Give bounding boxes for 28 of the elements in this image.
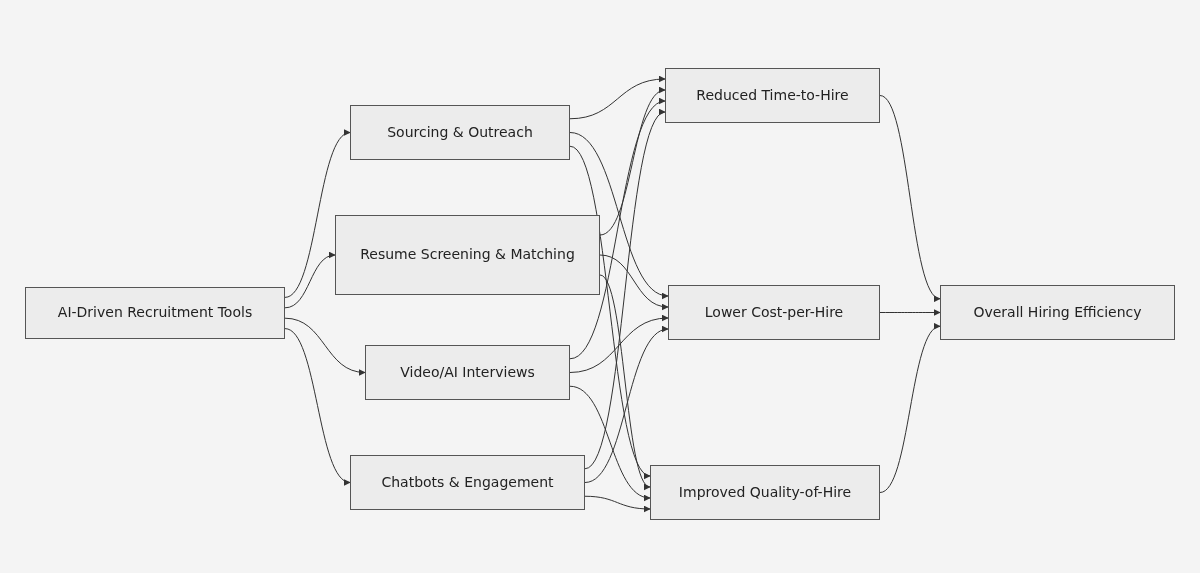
arrow: [879, 95, 941, 300]
arrow: [599, 254, 669, 310]
process-box: Resume Screening & Matching: [335, 215, 600, 295]
arrow: [584, 327, 669, 483]
arrow: [879, 309, 941, 316]
process-box: Sourcing & Outreach: [350, 105, 570, 160]
process-box: Video/AI Interviews: [365, 345, 570, 400]
arrow: [599, 274, 651, 488]
process-box: Reduced Time-to-Hire: [665, 68, 880, 123]
process-box: AI-Driven Recruitment Tools: [25, 287, 285, 339]
arrow: [569, 100, 666, 360]
process-box: Overall Hiring Efficiency: [940, 285, 1175, 340]
arrow: [284, 317, 366, 376]
arrow: [569, 145, 651, 477]
arrow: [584, 111, 666, 470]
arrow: [569, 385, 651, 500]
arrow: [569, 75, 666, 120]
arrow: [284, 131, 351, 298]
arrow: [569, 315, 669, 373]
process-box: Lower Cost-per-Hire: [668, 285, 880, 340]
arrow: [569, 132, 669, 298]
arrow: [879, 325, 941, 493]
arrow: [584, 495, 651, 513]
arrow: [284, 328, 351, 484]
process-box: Improved Quality-of-Hire: [650, 465, 880, 520]
arrow: [599, 88, 666, 236]
arrow: [284, 252, 336, 309]
process-box: Chatbots & Engagement: [350, 455, 585, 510]
